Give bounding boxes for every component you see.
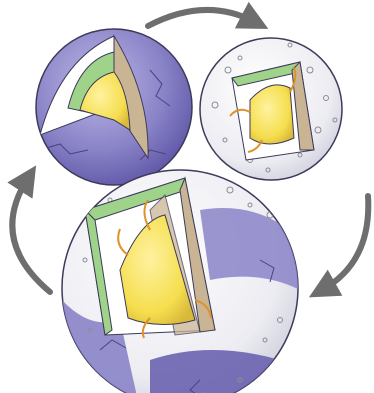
arrow-left — [12, 178, 50, 292]
arrow-top — [148, 10, 255, 26]
planet-large — [60, 170, 300, 393]
planet-cratered-white — [200, 38, 342, 180]
planet-small-purple — [36, 29, 192, 185]
arrow-right — [322, 196, 368, 290]
